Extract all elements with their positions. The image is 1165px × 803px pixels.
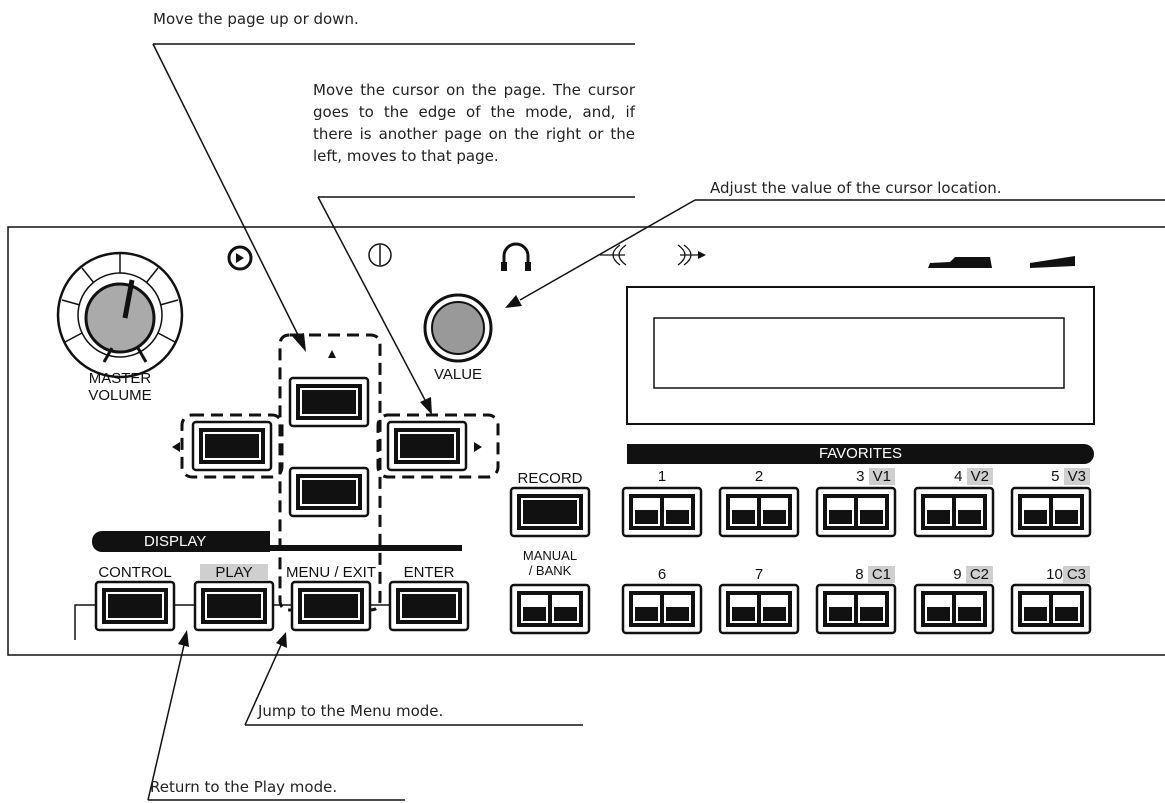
- value-knob-label: VALUE: [433, 366, 483, 383]
- manual-bank-label-line1: MANUAL: [522, 548, 578, 563]
- favorite-9-tag: C2: [965, 566, 993, 583]
- output-icon: [677, 244, 706, 266]
- enter-label: ENTER: [403, 564, 455, 581]
- favorite-6-label: 6: [657, 566, 667, 583]
- favorite-button-6[interactable]: [621, 583, 703, 635]
- enter-button[interactable]: [388, 580, 470, 632]
- expression-pedal-icon: [928, 257, 992, 268]
- favorite-button-9[interactable]: [913, 583, 995, 635]
- play-label: PLAY: [200, 564, 268, 581]
- left-arrow-icon: [172, 442, 180, 452]
- annotation-value: Adjust the value of the cursor location.: [710, 179, 1002, 197]
- favorite-8-tag: C1: [867, 566, 895, 583]
- favorite-5-number: 5: [1051, 468, 1060, 485]
- record-button[interactable]: [509, 486, 591, 538]
- favorite-4-label: 4 V2: [915, 468, 993, 485]
- input-icon: [600, 244, 627, 266]
- favorites-bar: FAVORITES: [627, 444, 1094, 464]
- favorite-7-label: 7: [754, 566, 764, 583]
- favorite-5-tag: V3: [1063, 468, 1090, 485]
- rotary-icon: [227, 245, 253, 271]
- favorite-3-tag: V1: [868, 468, 895, 485]
- manual-bank-label: MANUAL / BANK: [505, 548, 595, 578]
- favorite-10-number: 10: [1046, 566, 1063, 583]
- favorite-4-number: 4: [954, 468, 963, 485]
- up-arrow-icon: [328, 350, 336, 358]
- control-label: CONTROL: [98, 564, 172, 581]
- annotation-cursor: Move the cursor on the page. The cursor …: [313, 81, 635, 165]
- page-up-button[interactable]: [288, 376, 370, 428]
- favorite-button-1[interactable]: [621, 486, 703, 538]
- manual-bank-label-line2: / BANK: [528, 563, 572, 578]
- favorite-button-7[interactable]: [718, 583, 800, 635]
- favorite-3-number: 3: [856, 468, 865, 485]
- favorite-button-10[interactable]: [1010, 583, 1092, 635]
- favorite-10-tag: C3: [1062, 566, 1090, 583]
- favorite-button-5[interactable]: [1010, 486, 1092, 538]
- headphone-icon: [501, 242, 531, 271]
- play-button[interactable]: [193, 580, 275, 632]
- master-volume-label-line1: MASTER: [88, 370, 152, 387]
- favorite-1-label: 1: [657, 468, 667, 485]
- record-label: RECORD: [517, 470, 583, 487]
- favorite-8-number: 8: [855, 566, 864, 583]
- favorite-5-label: 5 V3: [1012, 468, 1090, 485]
- annotation-play: Return to the Play mode.: [150, 778, 338, 796]
- display-bar-label: DISPLAY: [144, 533, 207, 550]
- master-volume-label: MASTER VOLUME: [70, 370, 170, 404]
- display-bar: DISPLAY: [92, 531, 270, 552]
- favorite-3-label: 3 V1: [817, 468, 895, 485]
- favorite-9-label: 9 C2: [915, 566, 993, 583]
- control-button[interactable]: [94, 580, 176, 632]
- favorite-button-3[interactable]: [815, 486, 897, 538]
- favorite-4-tag: V2: [966, 468, 993, 485]
- favorite-8-label: 8 C1: [817, 566, 895, 583]
- value-knob[interactable]: [423, 293, 493, 363]
- right-arrow-icon: [474, 442, 482, 452]
- master-volume-knob[interactable]: [56, 251, 184, 379]
- page-down-button[interactable]: [288, 466, 370, 518]
- annotation-page-updown: Move the page up or down.: [153, 10, 359, 28]
- expression-level-icon: [1030, 256, 1075, 268]
- cursor-left-button[interactable]: [191, 420, 273, 472]
- cursor-right-button[interactable]: [386, 420, 468, 472]
- power-icon: [368, 243, 392, 267]
- favorite-button-2[interactable]: [718, 486, 800, 538]
- panel-outline: [7, 226, 1165, 656]
- favorite-button-4[interactable]: [913, 486, 995, 538]
- menu-exit-button[interactable]: [290, 580, 372, 632]
- menu-exit-label: MENU / EXIT: [285, 564, 376, 581]
- manual-bank-button[interactable]: [509, 583, 591, 635]
- favorite-9-number: 9: [953, 566, 962, 583]
- favorite-button-8[interactable]: [815, 583, 897, 635]
- annotation-menu: Jump to the Menu mode.: [258, 702, 444, 720]
- master-volume-label-line2: VOLUME: [88, 387, 152, 404]
- favorite-2-label: 2: [754, 468, 764, 485]
- lcd-screen: [653, 317, 1065, 389]
